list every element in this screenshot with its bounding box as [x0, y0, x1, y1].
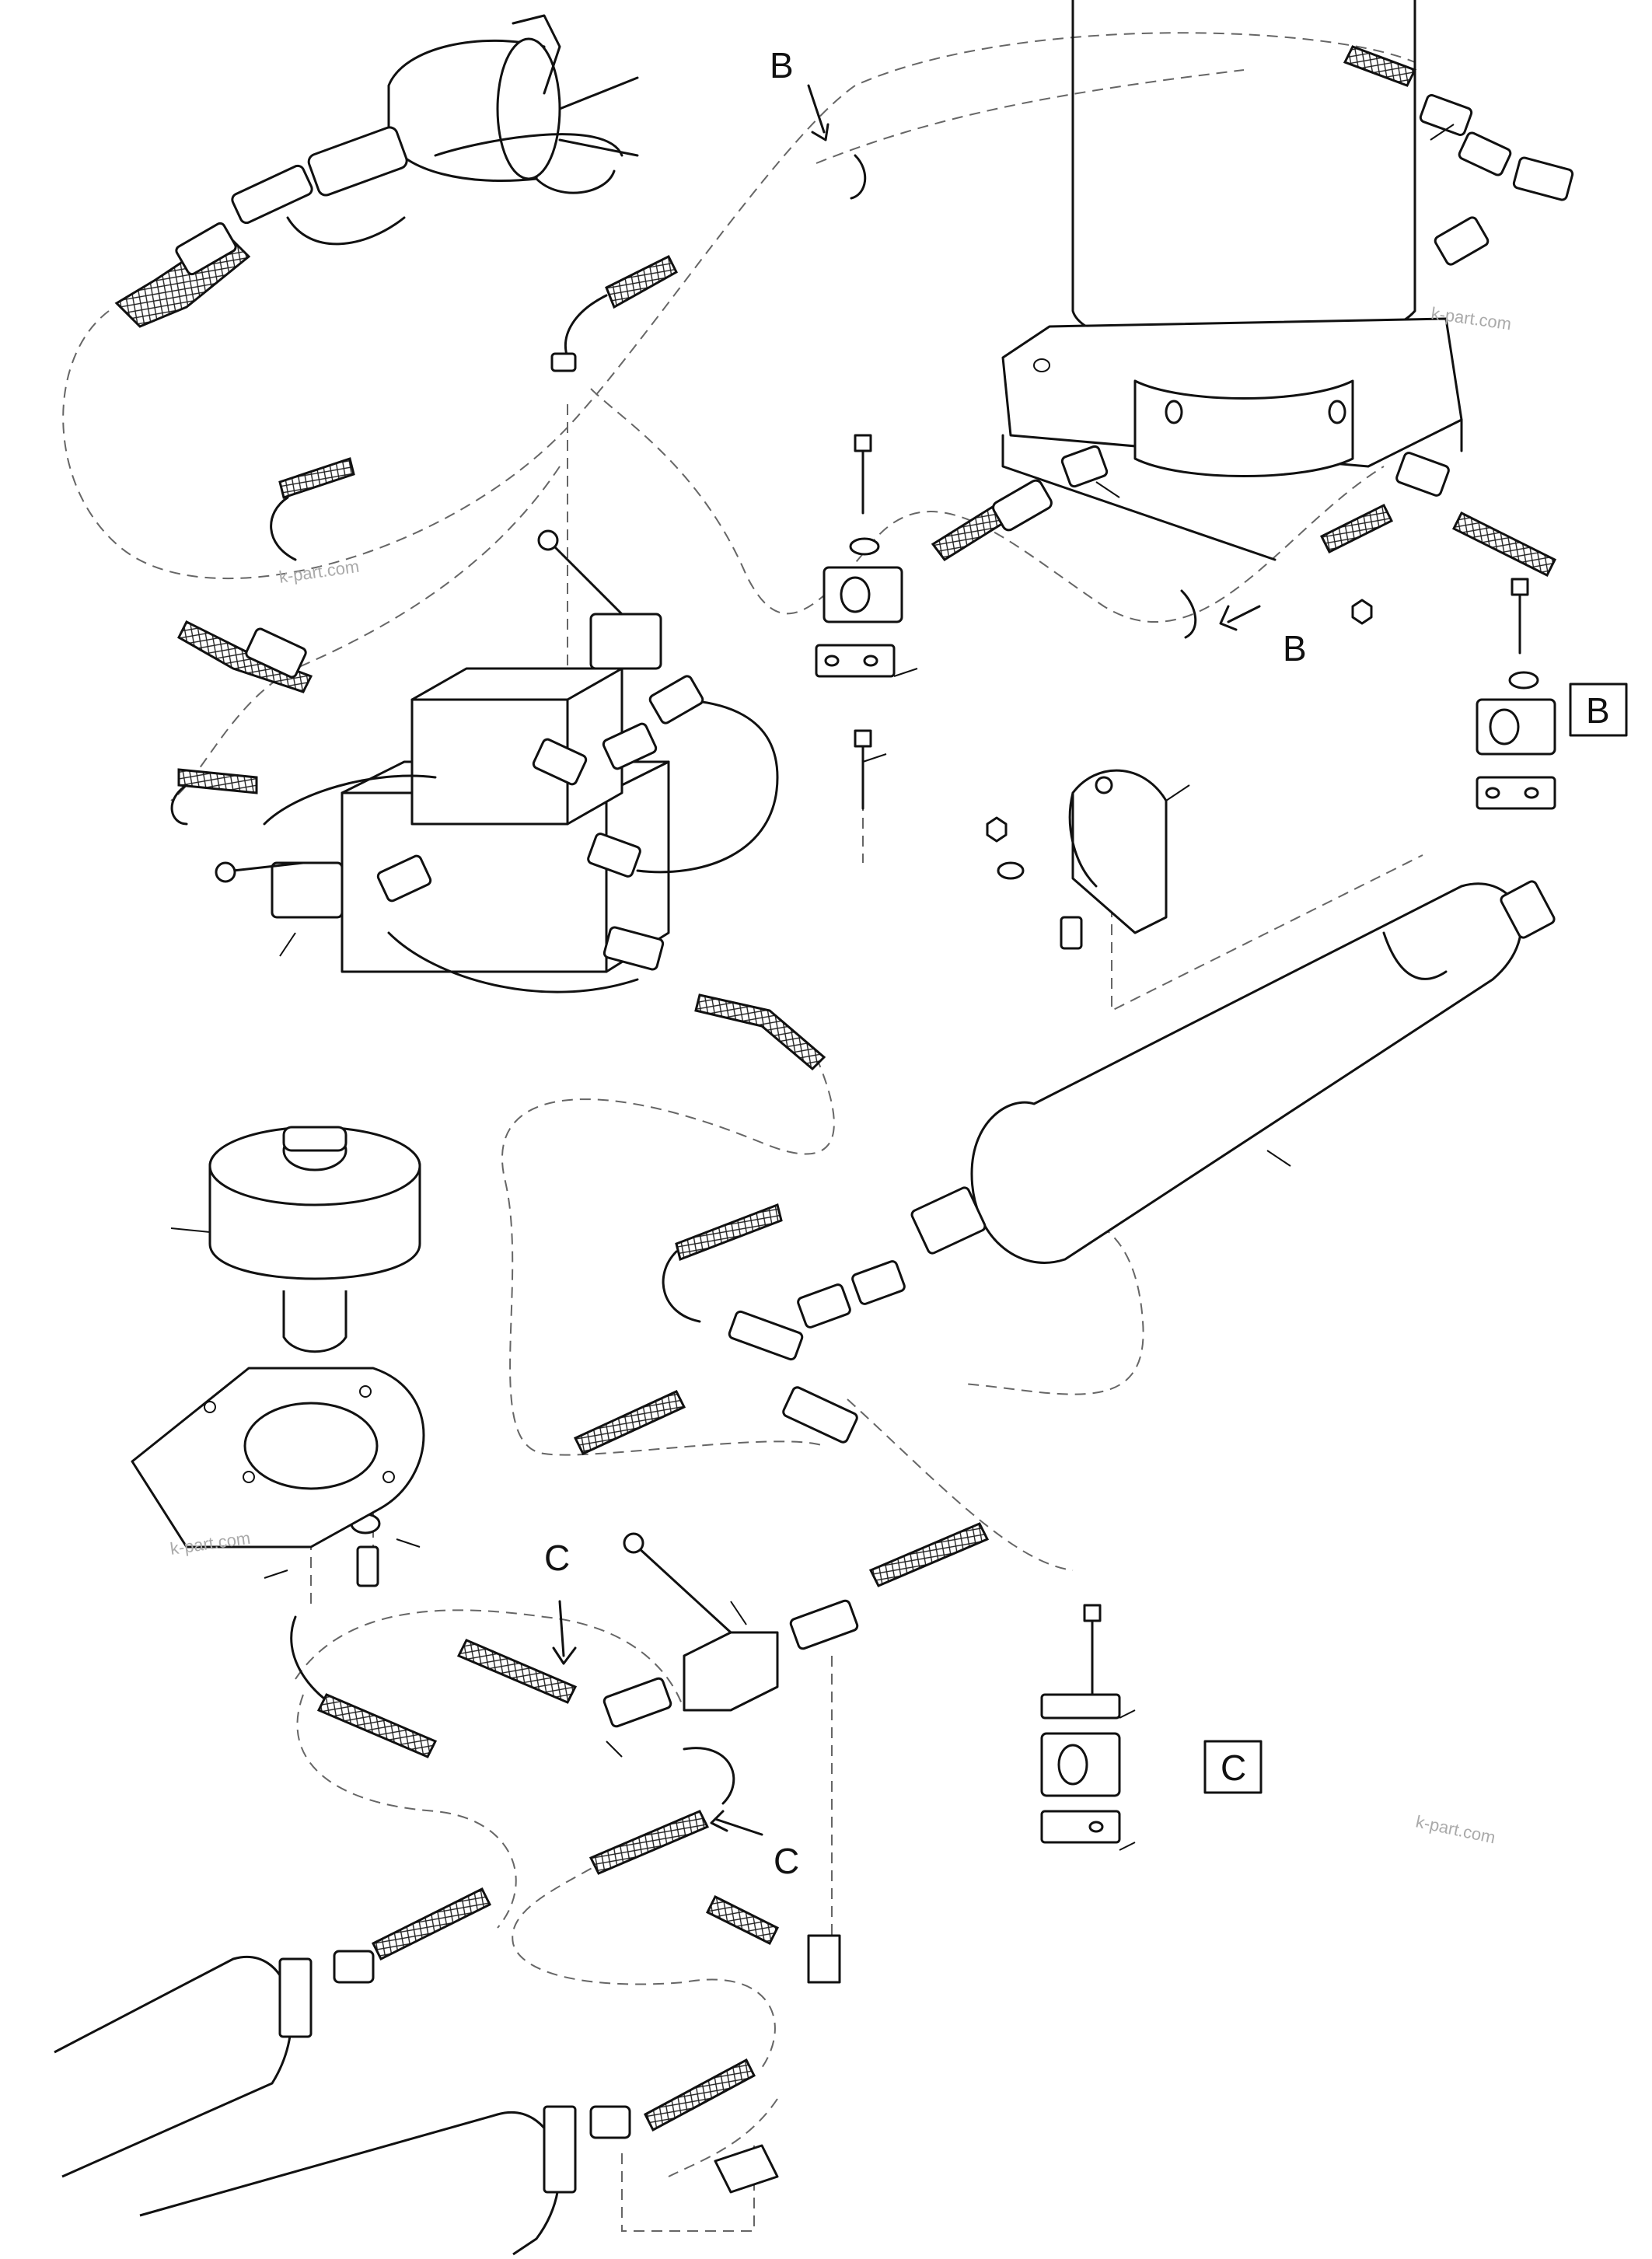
detail-c-label-right: C	[774, 1841, 799, 1881]
watermark-4: k-part.com	[1414, 1811, 1497, 1847]
detail-b-label-top: B	[770, 45, 794, 86]
hydraulic-cylinders	[54, 1956, 577, 2256]
motor-pump-assembly	[114, 14, 678, 372]
detail-b-label-box: B	[1586, 690, 1610, 731]
detail-markers	[552, 84, 1261, 1836]
bolts	[350, 599, 1373, 1587]
accumulator-cylinder	[910, 880, 1556, 1264]
detail-b-label-right: B	[1283, 628, 1307, 669]
clamp-assembly-c	[1040, 1604, 1121, 1844]
watermark-2: k-part.com	[278, 557, 360, 587]
tank-bracket	[1068, 769, 1168, 934]
valve-block	[170, 457, 826, 1071]
clamp-assembly-b	[1476, 578, 1556, 810]
detail-c-box	[1203, 1740, 1263, 1794]
small-accumulator	[131, 1126, 425, 1548]
detail-c-label-box: C	[1221, 1747, 1246, 1788]
detail-c-label-top: C	[544, 1538, 570, 1578]
reservoir-tank	[931, 0, 1574, 578]
lower-ball-valve	[290, 1522, 990, 2194]
clamp-assembly-main	[815, 434, 903, 678]
detail-b-box	[1569, 683, 1628, 737]
leader-lines	[170, 124, 1455, 1851]
middle-fittings	[573, 1203, 906, 1455]
